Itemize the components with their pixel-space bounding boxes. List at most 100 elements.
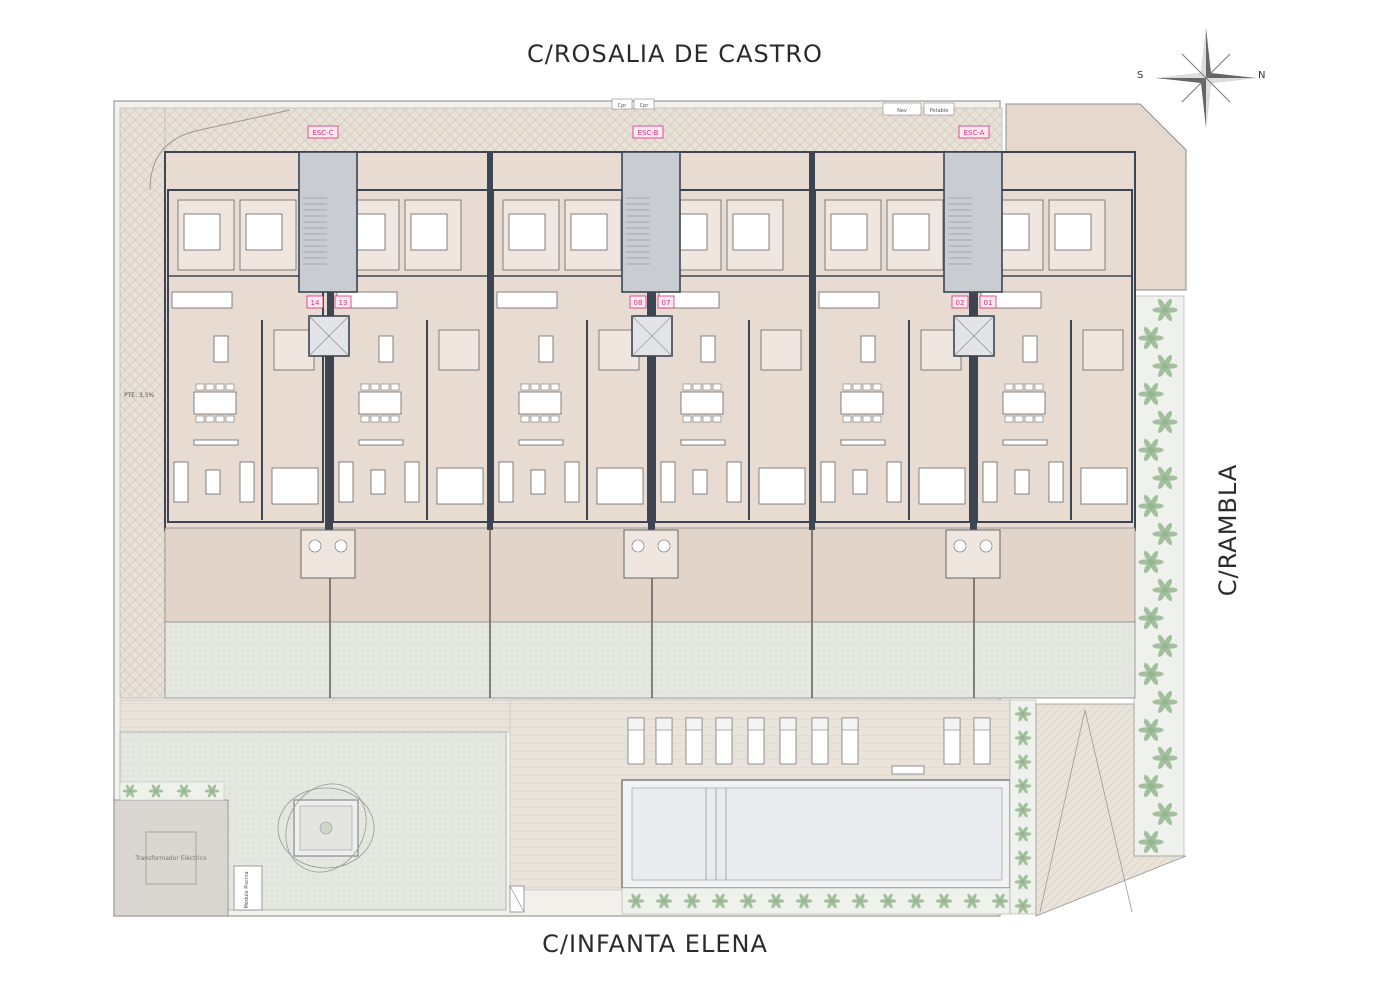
plant xyxy=(907,893,925,909)
bed xyxy=(1054,213,1092,251)
terrace-planter xyxy=(945,529,1001,579)
sofa xyxy=(173,461,189,503)
plant xyxy=(1138,326,1164,350)
sun-lounger xyxy=(685,717,703,765)
bathroom xyxy=(760,329,802,371)
bed xyxy=(508,213,546,251)
bathroom xyxy=(438,329,480,371)
compass-rose xyxy=(1156,28,1256,128)
stair-tag xyxy=(958,125,990,139)
plant xyxy=(935,893,953,909)
plant xyxy=(1014,754,1032,770)
north-walkway xyxy=(149,107,1003,157)
plant xyxy=(1014,850,1032,866)
kitchen-island xyxy=(700,335,716,363)
bed xyxy=(732,213,770,251)
coffee-table xyxy=(692,469,708,495)
plant xyxy=(1138,382,1164,406)
unit-number-label: 02 xyxy=(956,299,965,307)
plant xyxy=(711,893,729,909)
plant xyxy=(991,893,1009,909)
plant xyxy=(767,893,785,909)
plant xyxy=(963,893,981,909)
plant xyxy=(1152,690,1178,714)
stair-tag-label: ESC-C xyxy=(312,129,333,137)
unit-number-label: 08 xyxy=(634,299,643,307)
stair-tag xyxy=(307,125,339,139)
bed xyxy=(183,213,221,251)
bed xyxy=(892,213,930,251)
label-potable: Potable xyxy=(930,108,949,114)
sofa xyxy=(982,461,998,503)
party-wall xyxy=(809,152,815,530)
plant xyxy=(1138,662,1164,686)
bed xyxy=(1080,467,1128,505)
meter-label: Módulo Piscina xyxy=(243,871,250,908)
sun-lounger xyxy=(747,717,765,765)
unit-number-tag xyxy=(306,295,324,309)
dining-table xyxy=(358,391,402,415)
unit-number-label: 01 xyxy=(984,299,993,307)
unit-number-label: 14 xyxy=(311,299,320,307)
coffee-table xyxy=(370,469,386,495)
unit-number-tag xyxy=(951,295,969,309)
coffee-table xyxy=(205,469,221,495)
sun-loungers xyxy=(627,717,991,765)
meter-box xyxy=(233,865,263,911)
dining-table xyxy=(680,391,724,415)
coffee-table xyxy=(852,469,868,495)
plant xyxy=(1138,494,1164,518)
private-gardens xyxy=(164,621,1136,699)
sun-lounger xyxy=(627,717,645,765)
east-planting-strip xyxy=(1133,295,1185,857)
plant xyxy=(1152,746,1178,770)
kitchen-island xyxy=(1022,335,1038,363)
plant xyxy=(1014,706,1032,722)
label-cpr-1: Cpr xyxy=(618,103,628,109)
pool-shower xyxy=(891,765,925,775)
street-label-south: C/INFANTA ELENA xyxy=(542,930,768,958)
coffee-table xyxy=(530,469,546,495)
plant xyxy=(148,784,164,798)
plant xyxy=(122,784,138,798)
sofa xyxy=(886,461,902,503)
kitchen-island xyxy=(860,335,876,363)
kitchen-counter xyxy=(818,291,880,309)
sofa xyxy=(726,461,742,503)
plant xyxy=(1152,410,1178,434)
unit-number-label: 07 xyxy=(662,299,671,307)
party-wall xyxy=(487,152,493,530)
stair-tag-label: ESC-B xyxy=(638,129,659,137)
transformer-area xyxy=(113,799,229,917)
sofa xyxy=(1048,461,1064,503)
sofa xyxy=(820,461,836,503)
sofa xyxy=(660,461,676,503)
sun-lounger xyxy=(779,717,797,765)
coffee-table xyxy=(1014,469,1030,495)
slope-label: PTE: 3,5% xyxy=(124,392,155,399)
sofa xyxy=(239,461,255,503)
sun-lounger xyxy=(655,717,673,765)
plant xyxy=(851,893,869,909)
plant xyxy=(1152,634,1178,658)
bathroom xyxy=(273,329,315,371)
bed xyxy=(918,467,966,505)
plant xyxy=(739,893,757,909)
stair-tag xyxy=(632,125,664,139)
plant xyxy=(655,893,673,909)
plant xyxy=(1138,774,1164,798)
dining-table xyxy=(518,391,562,415)
plant xyxy=(1152,298,1178,322)
plant xyxy=(879,893,897,909)
plant xyxy=(1152,466,1178,490)
plant xyxy=(627,893,645,909)
plant xyxy=(1138,718,1164,742)
fountain xyxy=(277,783,375,873)
apartment-unit xyxy=(814,189,971,523)
unit-number-tag xyxy=(334,295,352,309)
unit-number-tag xyxy=(629,295,647,309)
se-access xyxy=(1035,703,1187,917)
compass-north-letter: N xyxy=(1258,70,1266,81)
